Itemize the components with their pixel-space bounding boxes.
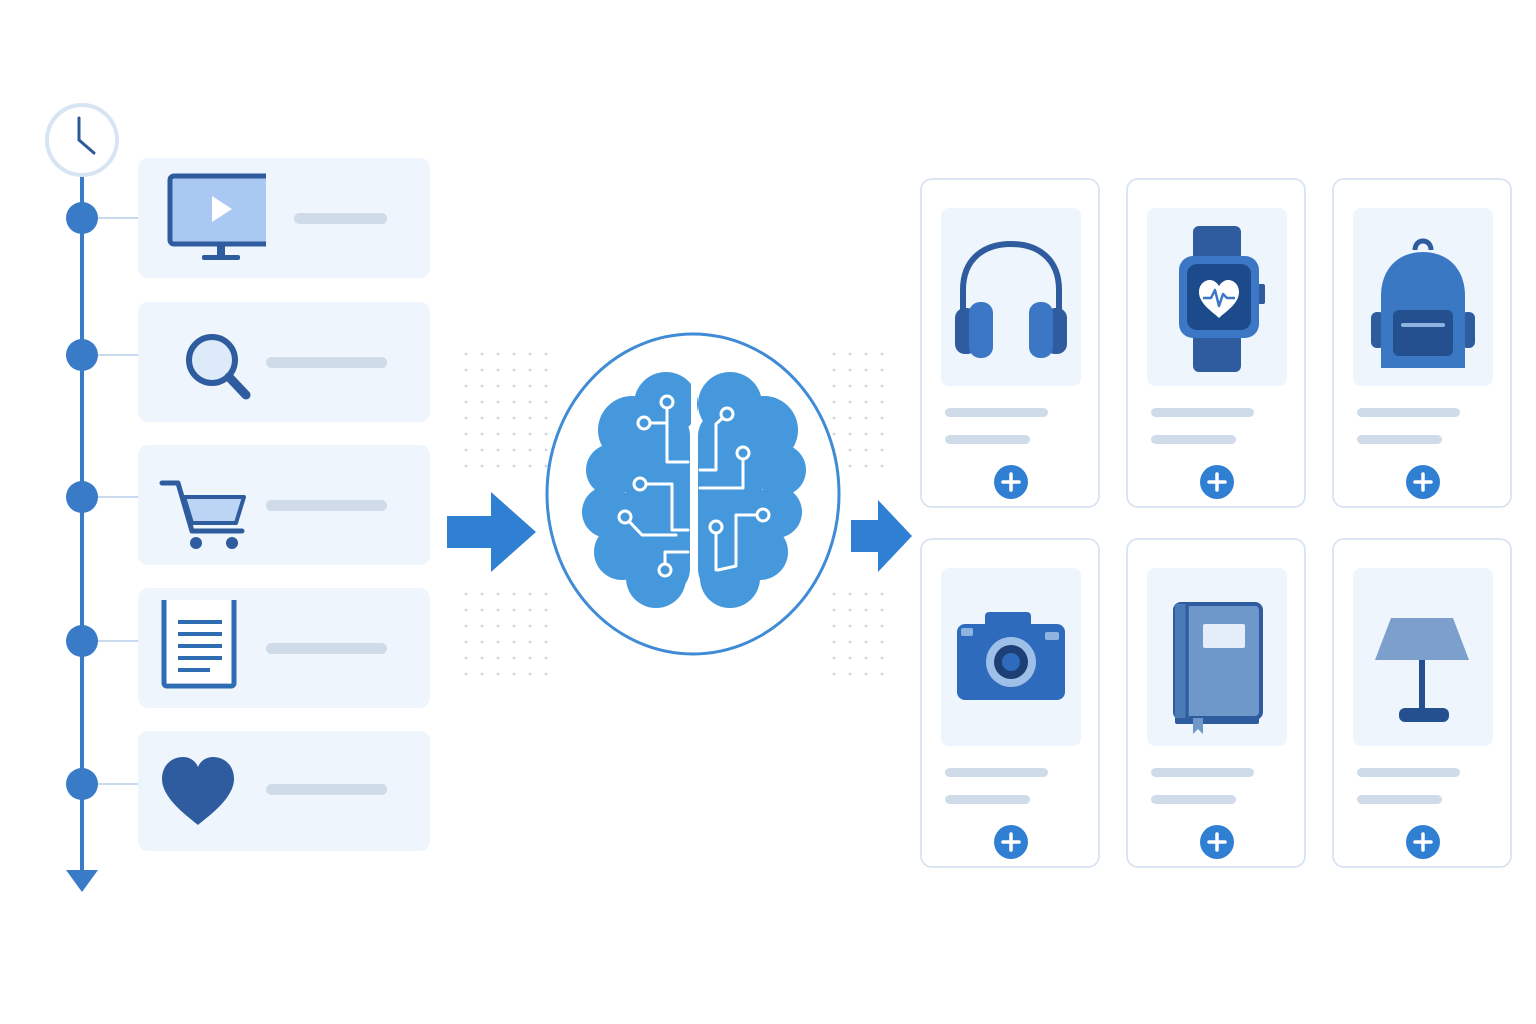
plus-icon	[1413, 472, 1433, 492]
monitor-play-icon	[156, 170, 266, 266]
backpack-icon	[1353, 208, 1493, 386]
document-icon	[156, 600, 266, 696]
event-card-cart[interactable]	[138, 445, 430, 565]
event-label-placeholder	[266, 784, 387, 795]
product-price-placeholder	[945, 795, 1030, 804]
timeline-node-4	[66, 625, 138, 657]
shopping-cart-icon	[156, 457, 266, 553]
plus-icon	[1207, 472, 1227, 492]
product-card-smartwatch[interactable]	[1126, 178, 1306, 508]
dot-grid-right-bottom	[822, 590, 894, 682]
add-to-cart-button[interactable]	[1406, 825, 1440, 859]
timeline-node-1	[66, 202, 138, 234]
plus-icon	[1001, 832, 1021, 852]
plus-icon	[1001, 472, 1021, 492]
heart-icon	[156, 743, 266, 839]
dot-grid-left-top	[454, 342, 550, 474]
dot-grid-left-bottom	[454, 590, 550, 682]
event-card-read[interactable]	[138, 588, 430, 708]
product-price-placeholder	[945, 435, 1030, 444]
event-card-like[interactable]	[138, 731, 430, 851]
arrow-down-icon	[66, 870, 98, 892]
camera-icon	[941, 568, 1081, 746]
clock-icon	[45, 103, 119, 177]
product-card-headphones[interactable]	[920, 178, 1100, 508]
plus-icon	[1413, 832, 1433, 852]
product-card-camera[interactable]	[920, 538, 1100, 868]
event-card-watch[interactable]	[138, 158, 430, 278]
lamp-icon	[1353, 568, 1493, 746]
arrow-right-icon	[851, 500, 912, 572]
search-icon	[156, 314, 266, 410]
ai-model	[545, 332, 841, 656]
add-to-cart-button[interactable]	[994, 465, 1028, 499]
add-to-cart-button[interactable]	[1200, 825, 1234, 859]
event-label-placeholder	[266, 357, 387, 368]
product-card-book[interactable]	[1126, 538, 1306, 868]
product-name-placeholder	[1151, 408, 1254, 417]
product-price-placeholder	[1357, 435, 1442, 444]
brain-circuit-icon	[582, 372, 806, 610]
add-to-cart-button[interactable]	[1200, 465, 1234, 499]
timeline-node-2	[66, 339, 138, 371]
event-card-search[interactable]	[138, 302, 430, 422]
event-label-placeholder	[266, 500, 387, 511]
dot-grids	[454, 342, 894, 682]
product-name-placeholder	[1357, 768, 1460, 777]
product-price-placeholder	[1357, 795, 1442, 804]
product-card-lamp[interactable]	[1332, 538, 1512, 868]
arrow-right-icon	[447, 492, 536, 572]
add-to-cart-button[interactable]	[1406, 465, 1440, 499]
product-name-placeholder	[945, 768, 1048, 777]
timeline	[45, 103, 138, 892]
timeline-node-3	[66, 481, 138, 513]
product-name-placeholder	[1357, 408, 1460, 417]
smartwatch-icon	[1147, 208, 1287, 386]
event-label-placeholder	[294, 213, 387, 224]
timeline-node-5	[66, 768, 138, 800]
product-name-placeholder	[1151, 768, 1254, 777]
product-price-placeholder	[1151, 435, 1236, 444]
plus-icon	[1207, 832, 1227, 852]
product-price-placeholder	[1151, 795, 1236, 804]
headphones-icon	[941, 208, 1081, 386]
book-icon	[1147, 568, 1287, 746]
add-to-cart-button[interactable]	[994, 825, 1028, 859]
event-label-placeholder	[266, 643, 387, 654]
product-card-backpack[interactable]	[1332, 178, 1512, 508]
product-name-placeholder	[945, 408, 1048, 417]
